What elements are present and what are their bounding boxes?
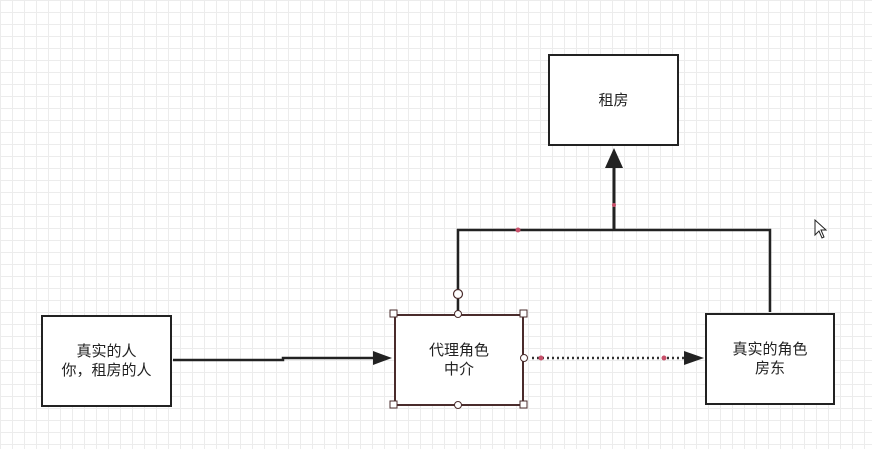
edge-landlord-to-junction[interactable]	[614, 228, 772, 312]
node-real-person-line2: 你，租房的人	[61, 361, 152, 379]
waypoint-dot[interactable]	[661, 355, 667, 361]
node-real-person[interactable]: 真实的人 你，租房的人	[41, 315, 172, 407]
node-proxy-line1: 代理角色	[428, 341, 489, 359]
node-landlord-line1: 真实的角色	[732, 340, 808, 358]
arrowhead-to-rent	[605, 148, 623, 168]
edge-proxy-to-junction[interactable]	[456, 228, 614, 312]
waypoint-dot[interactable]	[612, 203, 616, 207]
node-landlord-line2: 房东	[754, 359, 785, 377]
arrowhead-real-person-to-proxy	[373, 351, 392, 365]
node-proxy[interactable]: 代理角色 中介	[394, 314, 524, 406]
node-real-person-line1: 真实的人	[76, 342, 137, 360]
node-landlord[interactable]: 真实的角色 房东	[705, 313, 835, 405]
node-rent[interactable]: 租房	[548, 54, 679, 146]
node-rent-label: 租房	[598, 90, 629, 109]
waypoint-dot[interactable]	[515, 227, 521, 233]
arrowhead-proxy-to-landlord	[684, 351, 704, 365]
edge-real-person-to-proxy[interactable]	[173, 356, 378, 362]
waypoint-dot[interactable]	[538, 355, 544, 361]
mouse-cursor-icon	[814, 219, 828, 239]
node-proxy-line2: 中介	[443, 360, 474, 378]
